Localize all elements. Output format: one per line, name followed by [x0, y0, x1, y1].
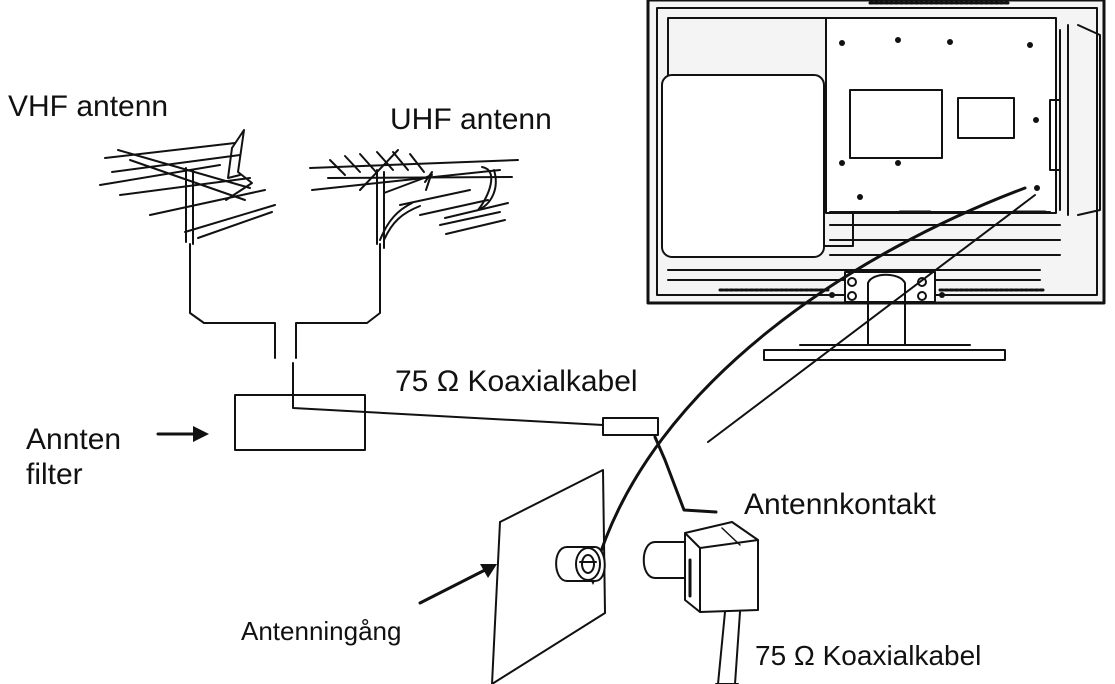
uhf-antenna-icon	[309, 149, 519, 249]
antenna-input-label: Antenningång	[241, 616, 402, 646]
uhf-antenna-label: UHF antenn	[390, 103, 552, 136]
vhf-antenna-icon	[99, 129, 276, 245]
antenna-feed-lines	[189, 243, 381, 359]
antenna-filter-label: Annten filter	[26, 423, 121, 492]
connector-leader	[653, 435, 718, 514]
wall-plate-icon	[491, 469, 606, 684]
plug-box	[602, 417, 659, 436]
filter-cable	[292, 362, 604, 426]
tv-rear-icon	[646, 0, 1106, 305]
antenna-connector-label: Antennkontakt	[744, 488, 936, 521]
antenna-filter-label-line2: filter	[26, 457, 83, 491]
coax-cable-label-top: 75 Ω Koaxialkabel	[395, 365, 638, 398]
antenna-connector-icon	[642, 521, 759, 684]
antenna-filter-box	[234, 394, 366, 451]
vhf-antenna-label: VHF antenn	[8, 90, 169, 123]
filter-arrow-icon	[156, 426, 209, 442]
antenna-filter-label-line1: Annten	[26, 423, 122, 456]
input-arrow-icon	[418, 564, 497, 605]
tv-stand-icon	[763, 273, 1006, 361]
coax-cable-label-bottom: 75 Ω Koaxialkabel	[755, 640, 982, 671]
